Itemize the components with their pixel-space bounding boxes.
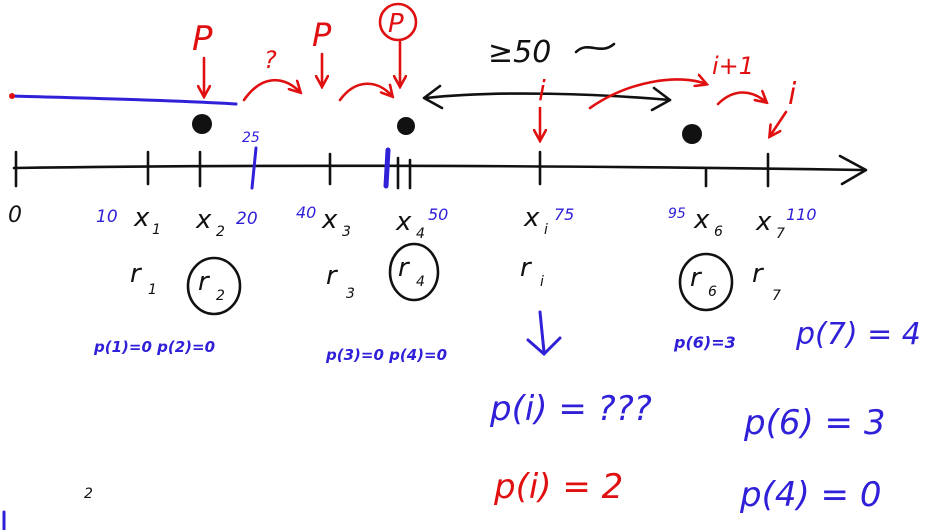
tick-value-50: 50: [428, 205, 448, 224]
x-sub-7: 7: [776, 226, 785, 242]
r-label-6: r: [690, 263, 703, 293]
red-arc-1: [242, 78, 300, 102]
x-sub-2: 2: [216, 224, 225, 240]
formula-p4: p(4) = 0: [739, 475, 881, 515]
tick-value-10: 10: [96, 207, 118, 227]
red-arc-2: [338, 82, 392, 102]
p-values-mid: p(3)=0 p(4)=0: [325, 346, 447, 364]
x-label-4: x: [395, 207, 412, 237]
r-label-i: r: [520, 253, 533, 283]
distance-unit-scribble: [574, 42, 616, 54]
x-label-6: x: [693, 205, 710, 235]
formula-p6: p(6) = 3: [743, 403, 885, 443]
x-sub-4: 4: [416, 226, 425, 242]
point-dot-x2: [192, 114, 212, 134]
r-sub-7: 7: [772, 288, 781, 304]
r-sub-6: 6: [708, 284, 717, 300]
red-question-1: ?: [264, 46, 277, 74]
r-label-3: r: [326, 261, 339, 291]
x-label-1: x: [133, 203, 150, 233]
r-label-7: r: [752, 259, 765, 289]
origin-label: 0: [8, 203, 22, 228]
point-dot-x4: [397, 117, 415, 135]
circle-r2: [186, 256, 242, 316]
x-labels: x 1 x 2 x 3 x 4 x i x 6 x 7: [133, 203, 785, 242]
r-sub-1: 1: [148, 282, 157, 298]
circle-r4: [388, 242, 440, 302]
point-dot-x6: [682, 124, 702, 144]
r-label-2: r: [198, 267, 211, 297]
x-label-2: x: [195, 205, 212, 235]
red-start-dot: [9, 93, 15, 99]
corner-mark: 2: [84, 486, 93, 502]
r-sub-i: i: [540, 274, 544, 290]
r-sub-2: 2: [216, 288, 225, 304]
formula-p7: p(7) = 4: [795, 317, 921, 352]
x-sub-3: 3: [342, 224, 351, 240]
x-sub-6: 6: [714, 224, 723, 240]
double-arrow-right-head: [650, 86, 672, 112]
red-p-1: P: [192, 19, 213, 59]
r-label-1: r: [130, 259, 143, 289]
x-label-i: x: [523, 203, 540, 233]
red-p-2: P: [312, 16, 332, 54]
formula-p-i-value: p(i) = 2: [493, 467, 623, 507]
axis-arrowhead: [838, 154, 868, 186]
x-sub-1: 1: [152, 222, 161, 238]
x-sub-i: i: [544, 222, 548, 238]
red-circle-p: [378, 2, 418, 42]
tick-value-95: 95: [668, 206, 686, 222]
x-label-3: x: [321, 205, 338, 235]
tick-value-110: 110: [786, 205, 817, 224]
distance-label: ≥50: [488, 35, 551, 70]
blue-interval-line: [10, 94, 238, 106]
red-i-plus-1: i+1: [712, 52, 754, 80]
red-arrow-i2: [770, 110, 788, 136]
r-sub-4: 4: [416, 274, 425, 290]
distance-double-arrow: [424, 92, 672, 102]
tick-value-40: 40: [296, 203, 316, 222]
down-arrow-ri: [538, 310, 546, 354]
circle-r6: [678, 252, 734, 312]
red-i-mark-2: i: [788, 77, 797, 112]
tick-value-75: 75: [554, 205, 574, 224]
r-sub-3: 3: [346, 286, 355, 302]
blue-mark-25: [250, 146, 258, 190]
red-p-circled: P: [388, 9, 404, 39]
double-arrow-left-head: [422, 84, 444, 110]
formula-p-i-unknown: p(i) = ???: [489, 389, 652, 429]
red-i-mark: i: [538, 74, 546, 107]
tick-value-20: 20: [236, 209, 258, 229]
axis-ticks: [146, 150, 770, 190]
number-line-axis: [12, 164, 864, 172]
red-arc-3: [716, 93, 766, 106]
red-arc-to-i1: [588, 79, 706, 110]
r-label-4: r: [398, 253, 411, 283]
blue-mark-near-x4: [383, 147, 391, 189]
p-values-left: p(1)=0 p(2)=0: [93, 338, 215, 356]
p-values-right: p(6)=3: [673, 333, 736, 352]
down-arrow-ri-head: [526, 336, 562, 357]
blue-label-25: 25: [242, 130, 260, 146]
x-label-7: x: [755, 207, 772, 237]
r-labels: r 1 r 2 r 3 r 4 r i r 6 r 7: [130, 242, 781, 316]
